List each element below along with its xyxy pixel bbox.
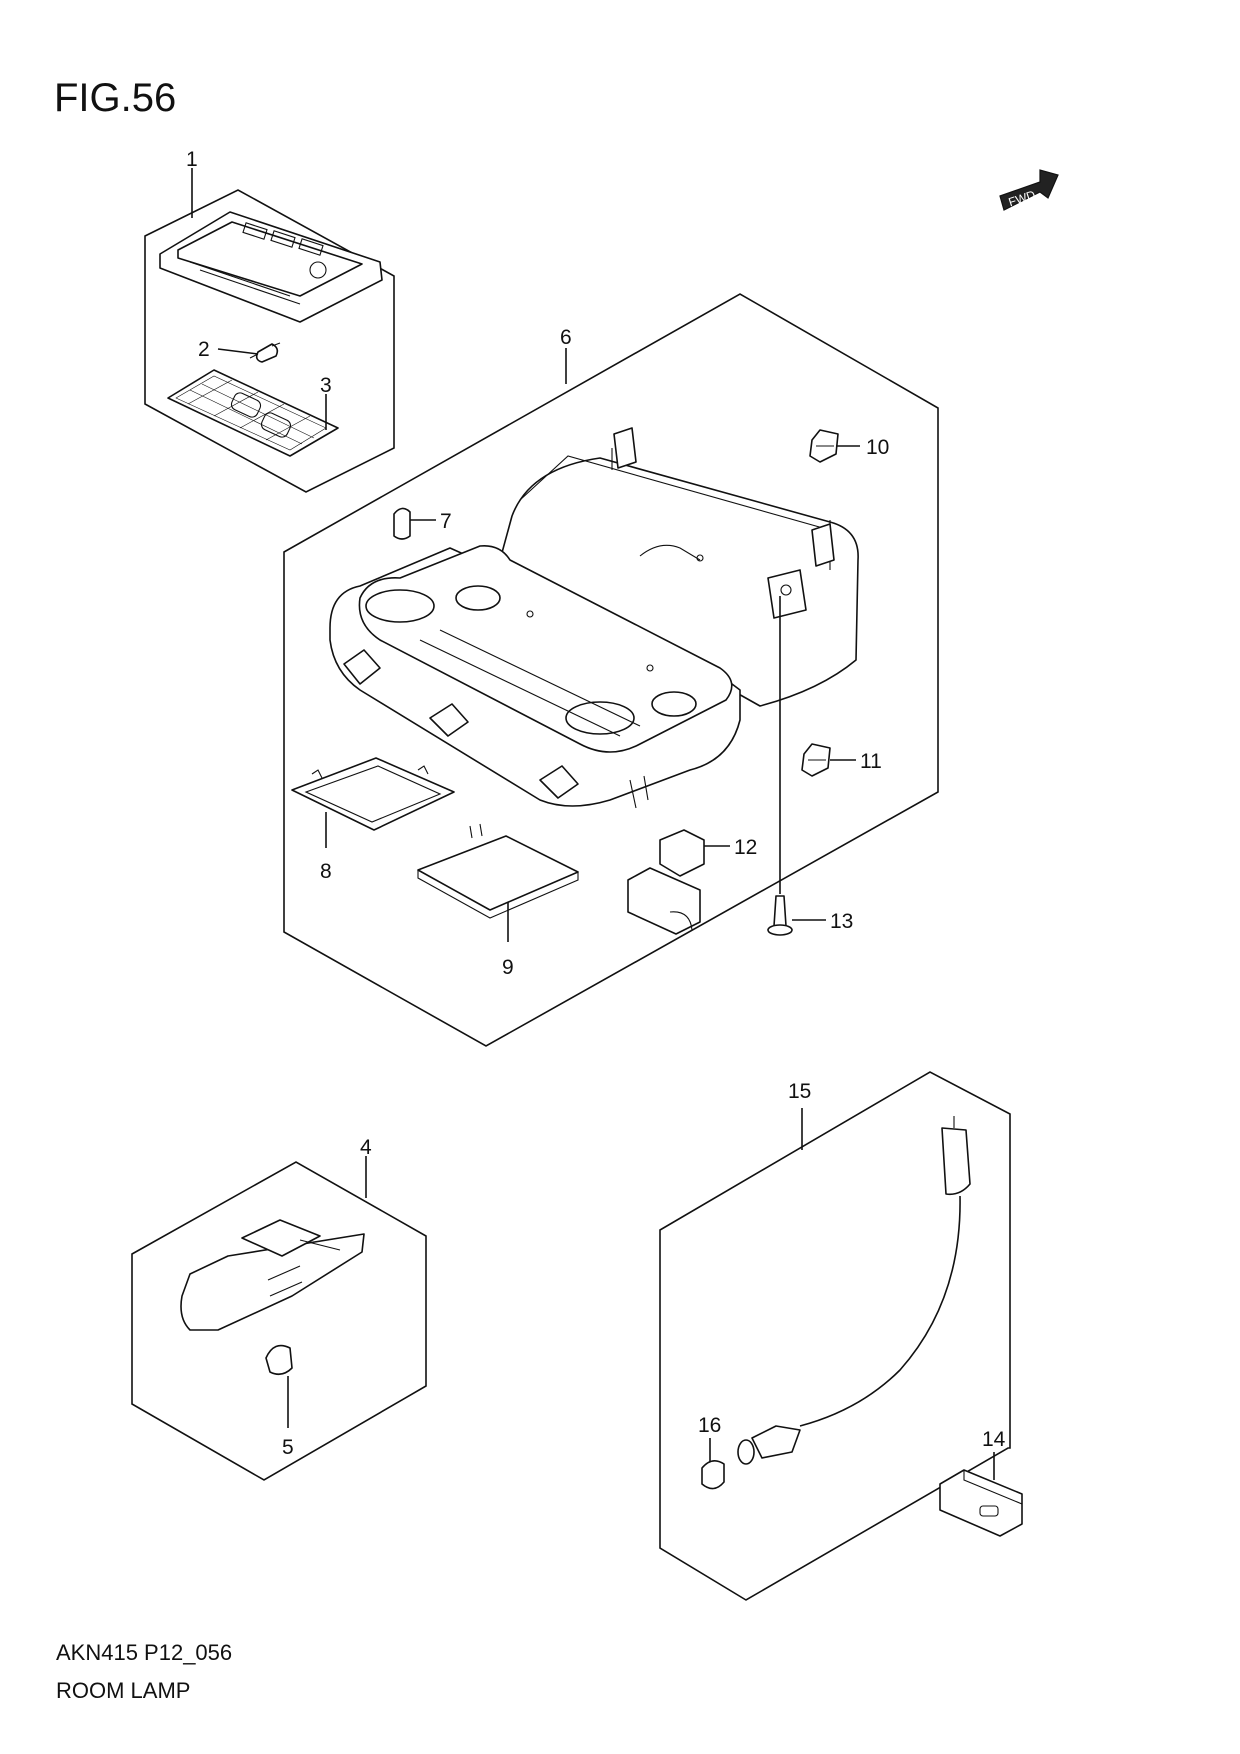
callout-7: 7 [440, 510, 452, 533]
callout-14: 14 [982, 1428, 1006, 1451]
group-box-lamp-4 [131, 1161, 427, 1481]
fwd-arrow-icon: FWD [999, 169, 1059, 211]
callout-3: 3 [320, 374, 332, 397]
part-11-clip [801, 743, 831, 777]
callout-4: 4 [360, 1136, 372, 1159]
part-6-overhead-console [329, 427, 859, 809]
diagram-code: AKN415 P12_056 [56, 1640, 233, 1665]
part-16-bulb [701, 1460, 725, 1490]
callout-12: 12 [734, 836, 757, 859]
callout-8: 8 [320, 860, 332, 883]
part-5-bulb [265, 1344, 293, 1376]
part-13-screw [767, 596, 793, 936]
callout-6: 6 [560, 326, 572, 349]
callout-13: 13 [830, 910, 853, 933]
callout-11: 11 [860, 750, 882, 773]
part-15-wiring-harness [737, 1116, 971, 1465]
callout-16: 16 [698, 1414, 721, 1437]
part-1-room-lamp-assembly [159, 211, 383, 323]
part-7-bulb [393, 507, 411, 540]
group-box-harness [659, 1071, 1011, 1601]
part-10-clip [809, 429, 839, 463]
callout-5: 5 [282, 1436, 294, 1459]
group-box-console [283, 293, 939, 1047]
callout-10: 10 [866, 436, 889, 459]
figure-title: FIG.56 [54, 76, 177, 120]
part-4-lamp-assembly [180, 1219, 365, 1331]
part-8-lens [291, 757, 455, 831]
group-box-lamp-assy [144, 189, 395, 493]
callout-1: 1 [186, 148, 198, 171]
callout-15: 15 [788, 1080, 811, 1103]
callout-2: 2 [198, 338, 210, 361]
part-3-lens [167, 369, 339, 457]
part-12-switch [627, 829, 705, 935]
callout-9: 9 [502, 956, 514, 979]
fwd-label: FWD [1007, 187, 1038, 209]
part-2-bulb [249, 342, 281, 363]
part-9-cover [417, 823, 579, 919]
diagram-name: ROOM LAMP [56, 1678, 191, 1703]
part-14-connector [939, 1469, 1023, 1537]
